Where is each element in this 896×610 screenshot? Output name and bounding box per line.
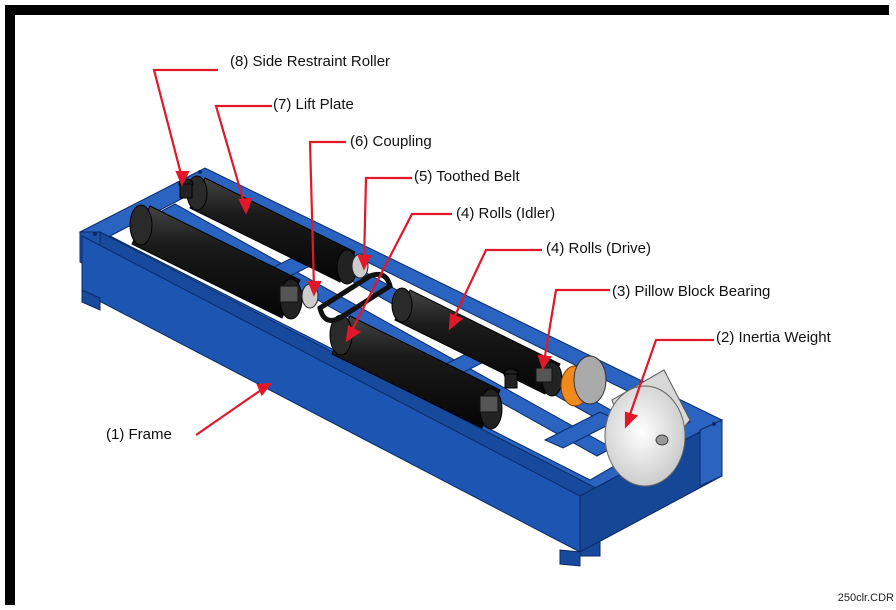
label-pillow-block-bearing: (3) Pillow Block Bearing xyxy=(612,283,771,300)
label-rolls-drive: (4) Rolls (Drive) xyxy=(546,240,651,257)
side-restraint-rollers xyxy=(178,178,519,389)
label-lift-plate: (7) Lift Plate xyxy=(273,96,354,113)
toothed-belt xyxy=(317,271,393,323)
leader-lines xyxy=(152,68,714,436)
label-toothed-belt: (5) Toothed Belt xyxy=(414,168,520,185)
figure-border xyxy=(5,5,889,605)
label-rolls-idler: (4) Rolls (Idler) xyxy=(456,205,556,222)
file-reference: 250clr.CDR xyxy=(837,592,894,604)
inertia-weight xyxy=(604,369,691,487)
label-side-restraint-roller: (8) Side Restraint Roller xyxy=(230,53,391,70)
label-frame: (1) Frame xyxy=(106,426,172,443)
label-coupling: (6) Coupling xyxy=(350,133,432,150)
label-inertia-weight: (2) Inertia Weight xyxy=(716,329,831,346)
coupling xyxy=(301,253,607,407)
pillow-block-bearings xyxy=(279,285,553,413)
